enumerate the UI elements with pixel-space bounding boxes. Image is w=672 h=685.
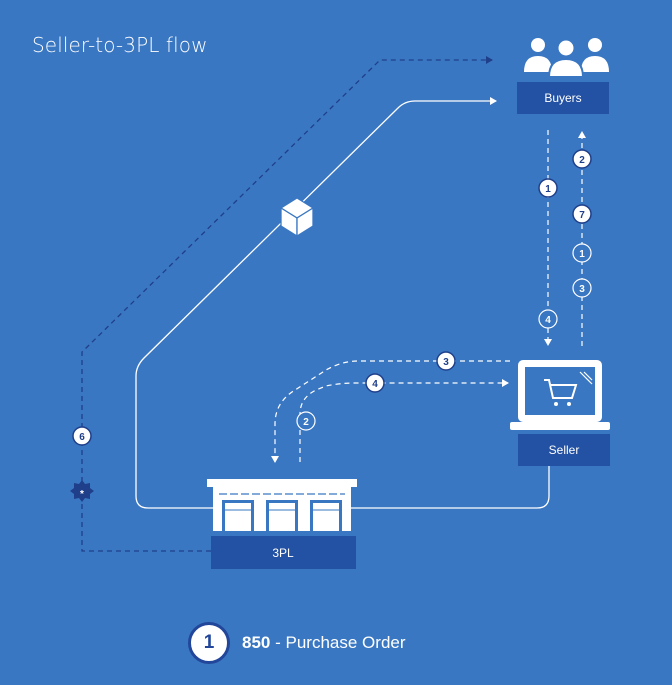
svg-text:*: * <box>80 489 84 500</box>
flow-badge-7-filled: 7 <box>572 204 592 224</box>
tpl-to-buyers-dashed-connector <box>81 56 493 552</box>
flow-badge-4-outline: 4 <box>538 309 558 329</box>
legend-separator: - <box>275 633 281 652</box>
svg-text:7: 7 <box>579 210 585 221</box>
flow-badge-6-filled: 6 <box>72 426 92 446</box>
buyers-icon <box>524 38 609 78</box>
svg-text:3: 3 <box>443 357 449 368</box>
diagram-title: Seller-to-3PL flow <box>32 33 208 57</box>
svg-text:1: 1 <box>579 249 585 260</box>
flow-badge-2-outline: 2 <box>296 411 316 431</box>
package-icon <box>279 197 315 238</box>
laptop-cart-icon <box>510 360 610 430</box>
svg-text:3: 3 <box>579 284 585 295</box>
legend-code: 850 <box>242 633 271 652</box>
seller-to-tpl-dashed-connector <box>271 360 510 463</box>
legend: 1 850 - Purchase Order <box>188 620 406 666</box>
svg-text:6: 6 <box>79 432 85 443</box>
legend-number-badge: 1 <box>188 622 230 664</box>
shipment-solid-connector <box>135 97 550 509</box>
legend-description: Purchase Order <box>285 633 406 652</box>
warehouse-icon <box>207 479 357 531</box>
svg-text:2: 2 <box>579 155 585 166</box>
tpl-to-seller-dashed-connector <box>299 379 509 462</box>
seller-box[interactable] <box>518 434 610 466</box>
legend-text: 850 - Purchase Order <box>242 633 406 653</box>
flow-badge-1-outline: 1 <box>572 243 592 263</box>
flow-badge-3-outline: 3 <box>572 278 592 298</box>
tpl-box[interactable] <box>211 536 356 569</box>
svg-text:4: 4 <box>372 379 378 390</box>
flow-badge-3-filled: 3 <box>436 351 456 371</box>
tpl-label: 3PL <box>272 546 294 560</box>
star-seal-icon: * <box>70 480 94 502</box>
svg-text:1: 1 <box>545 184 551 195</box>
flow-badge-2-filled: 2 <box>572 149 592 169</box>
buyers-label: Buyers <box>544 91 581 105</box>
seller-label: Seller <box>549 443 580 457</box>
svg-text:2: 2 <box>303 417 309 428</box>
svg-text:4: 4 <box>545 315 551 326</box>
flow-badge-1-filled: 1 <box>538 178 558 198</box>
flow-badge-4-filled: 4 <box>365 373 385 393</box>
buyers-box[interactable] <box>517 82 609 114</box>
